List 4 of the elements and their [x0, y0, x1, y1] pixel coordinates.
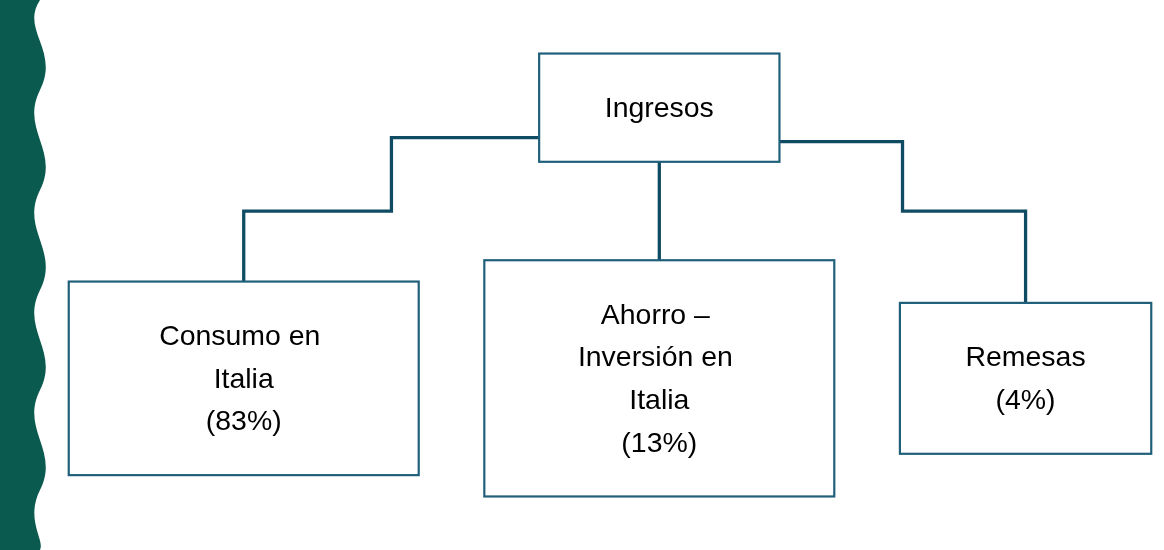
node-box: Consumo en Italia (83%): [67, 280, 420, 477]
node-box: Remesas (4%): [898, 301, 1153, 455]
node-box: Ingresos: [538, 52, 781, 163]
node-box: Ahorro – Inversión en Italia (13%): [483, 259, 836, 498]
